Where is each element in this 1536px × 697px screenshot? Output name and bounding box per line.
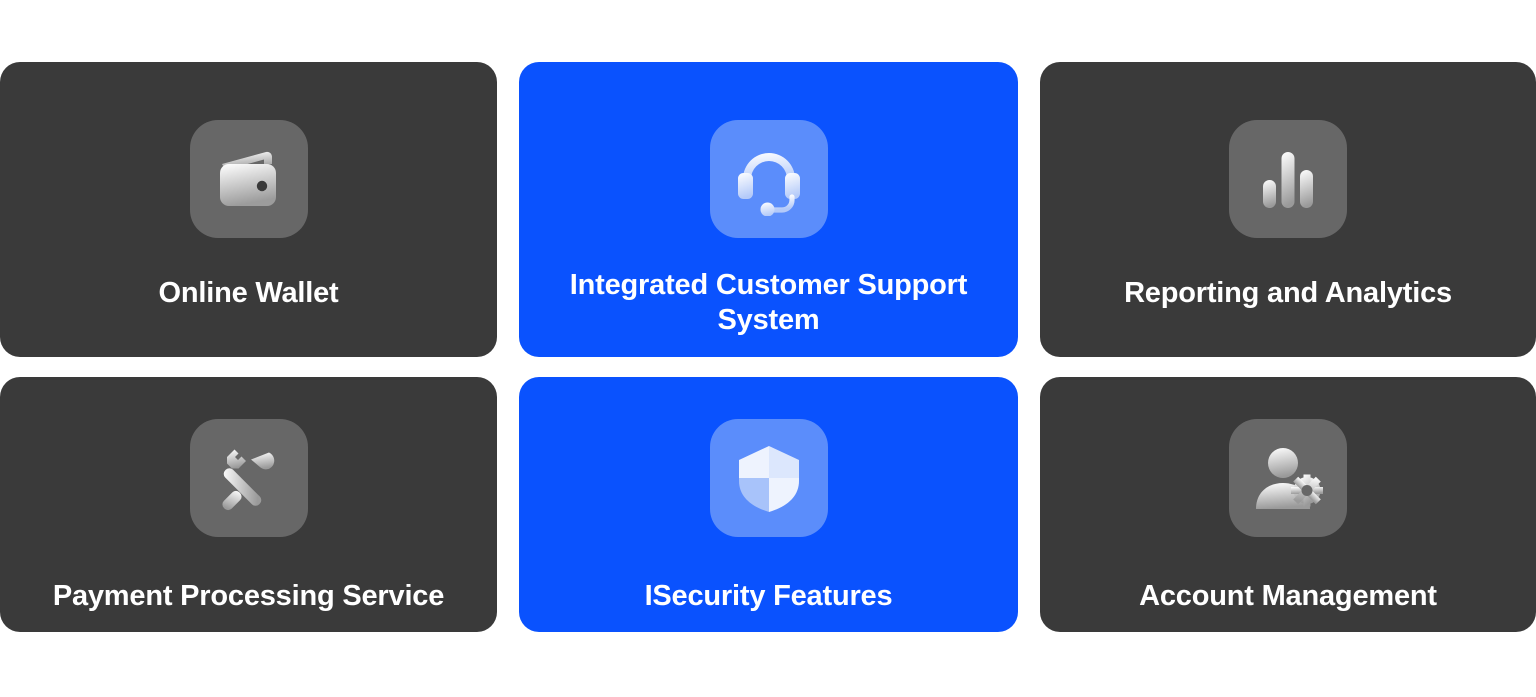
card-label-integrated-customer-support-system: Integrated Customer Support System <box>569 269 968 337</box>
card-label-account-management: Account Management <box>1139 580 1437 612</box>
bar-chart-icon-tile <box>1229 120 1347 238</box>
shield-icon <box>738 446 799 512</box>
card-label-online-wallet: Online Wallet <box>158 277 339 309</box>
card-reporting-and-analytics[interactable]: Reporting and Analytics <box>1040 62 1536 357</box>
card-label-reporting-and-analytics: Reporting and Analytics <box>1124 277 1452 309</box>
user-gear-icon <box>1256 448 1323 509</box>
tools-icon-tile <box>189 419 308 537</box>
card-account-management[interactable]: Account Management <box>1040 377 1536 632</box>
user-gear-icon-tile <box>1229 419 1347 537</box>
headset-icon <box>737 153 800 216</box>
shield-icon-tile <box>709 419 828 537</box>
card-label-isecurity-features: ISecurity Features <box>644 580 893 612</box>
wallet-icon <box>219 151 276 206</box>
wallet-icon-tile <box>189 120 308 238</box>
card-integrated-customer-support-system[interactable]: Integrated Customer Support System <box>519 62 1018 357</box>
card-payment-processing-service[interactable]: Payment Processing Service <box>0 377 497 632</box>
tools-icon <box>221 449 274 511</box>
feature-cards-grid: Online Wallet <box>0 62 1536 632</box>
card-label-payment-processing-service: Payment Processing Service <box>52 580 445 612</box>
headset-icon-tile <box>709 120 828 238</box>
bar-chart-icon <box>1263 152 1313 208</box>
card-online-wallet[interactable]: Online Wallet <box>0 62 497 357</box>
card-isecurity-features[interactable]: ISecurity Features <box>519 377 1018 632</box>
